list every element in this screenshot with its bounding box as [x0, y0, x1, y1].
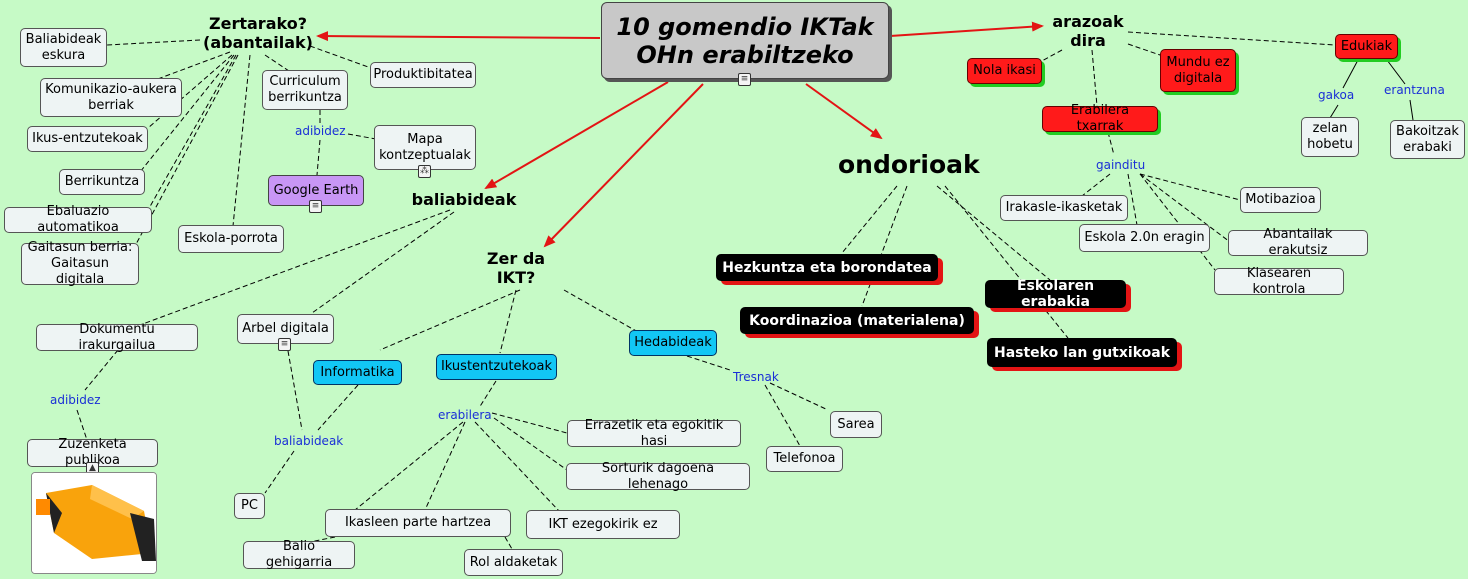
node-curriculum[interactable]: Curriculum berrikuntza [262, 70, 348, 110]
node-irakasle-ikasketak[interactable]: Irakasle-ikasketak [1000, 195, 1128, 221]
node-zelan-hobetu[interactable]: zelan hobetu [1301, 117, 1359, 157]
arrow-to-zertarako [318, 36, 600, 38]
link-label-adibidez: adibidez [50, 393, 101, 407]
link-label-tresnak: Tresnak [733, 370, 779, 384]
node-baliabideak-eskura[interactable]: Baliabideak eskura [20, 28, 107, 67]
node-ikustentzutekoak[interactable]: Ikustentzutekoak [436, 354, 557, 380]
link-label-baliabideak: baliabideak [274, 434, 343, 448]
node-errazetik[interactable]: Errazetik eta egokitik hasi [567, 420, 741, 447]
node-edukiak[interactable]: Edukiak [1335, 34, 1398, 59]
node-pc[interactable]: PC [234, 493, 265, 519]
node-telefonoa[interactable]: Telefonoa [766, 446, 843, 472]
node-ikt-ezegokirik[interactable]: IKT ezegokirik ez [526, 510, 680, 539]
node-informatika[interactable]: Informatika [313, 360, 402, 385]
node-dokumentu-irakurgailua[interactable]: Dokumentu irakurgailua [36, 324, 198, 351]
node-ebaluazio[interactable]: Ebaluazio automatikoa [4, 207, 152, 233]
node-arazoak-dira[interactable]: arazoak dira [1042, 12, 1134, 50]
node-motibazioa[interactable]: Motibazioa [1240, 187, 1321, 213]
arrow-to-arazoak [890, 26, 1042, 36]
link-label-gainditu: gainditu [1096, 158, 1145, 172]
node-ikus-entzutekoak[interactable]: Ikus-entzutekoak [27, 126, 148, 152]
link-label-erantzuna: erantzuna [1384, 83, 1445, 97]
node-sarea[interactable]: Sarea [830, 411, 882, 438]
link-label-gakoa: gakoa [1318, 88, 1354, 102]
node-sorturik[interactable]: Sorturik dagoena lehenago [566, 463, 750, 490]
document-icon[interactable]: ≡ [278, 338, 291, 351]
node-ondorioak[interactable]: ondorioak [838, 150, 968, 180]
node-rol-aldaketak[interactable]: Rol aldaketak [464, 549, 563, 576]
node-mapa-kontzeptualak[interactable]: Mapa kontzeptualak [374, 125, 476, 170]
link-label-erabilera: erabilera [438, 408, 492, 422]
node-abantailak-erakutsiz[interactable]: Abantailak erakutsiz [1228, 230, 1368, 256]
node-hedabideak[interactable]: Hedabideak [629, 330, 717, 356]
node-eskola-2-0[interactable]: Eskola 2.0n eragin [1079, 224, 1210, 252]
highlighter-image [31, 472, 157, 574]
node-zer-da-ikt[interactable]: Zer da IKT? [478, 249, 554, 287]
node-eskolaren-erabakia[interactable]: Eskolaren erabakia [985, 280, 1126, 308]
central-title[interactable]: 10 gomendio IKTak OHn erabiltzeko [601, 2, 889, 79]
node-koordinazioa[interactable]: Koordinazioa (materialena) [740, 307, 974, 334]
node-zertarako[interactable]: Zertarako? (abantailak) [195, 14, 321, 52]
node-hasteko-lan-gutxikoak[interactable]: Hasteko lan gutxikoak [987, 338, 1177, 367]
node-eskola-porrota[interactable]: Eskola-porrota [178, 225, 284, 253]
node-nola-ikasi[interactable]: Nola ikasi [967, 58, 1042, 84]
node-hezkuntza-borondatea[interactable]: Hezkuntza eta borondatea [716, 254, 938, 281]
arrow-to-ondorioak [806, 84, 881, 138]
node-ikasleen-parte-hartzea[interactable]: Ikasleen parte hartzea [325, 509, 511, 537]
document-icon[interactable]: ≡ [738, 73, 751, 86]
node-bakoitzak-erabaki[interactable]: Bakoitzak erabaki [1390, 120, 1465, 159]
link-label-adibidez: adibidez [295, 124, 346, 138]
arrow-to-baliabideak [486, 82, 668, 188]
node-balio-gehigarria[interactable]: Balio gehigarria [243, 541, 355, 569]
document-icon[interactable]: ≡ [309, 200, 322, 213]
node-produktibitatea[interactable]: Produktibitatea [370, 62, 476, 88]
node-berrikuntza[interactable]: Berrikuntza [59, 169, 145, 195]
concept-map-icon[interactable]: ⁂ [418, 165, 431, 178]
node-klasearen-kontrola[interactable]: Klasearen kontrola [1214, 268, 1344, 295]
node-gaitasun[interactable]: Gaitasun berria: Gaitasun digitala [21, 243, 139, 285]
node-komunikazio-aukera[interactable]: Komunikazio-aukera berriak [40, 78, 182, 117]
node-erabilera-txarrak[interactable]: Erabilera txarrak [1042, 106, 1158, 132]
node-mundu-ez-digitala[interactable]: Mundu ez digitala [1160, 49, 1236, 92]
node-baliabideak[interactable]: baliabideak [410, 190, 518, 209]
